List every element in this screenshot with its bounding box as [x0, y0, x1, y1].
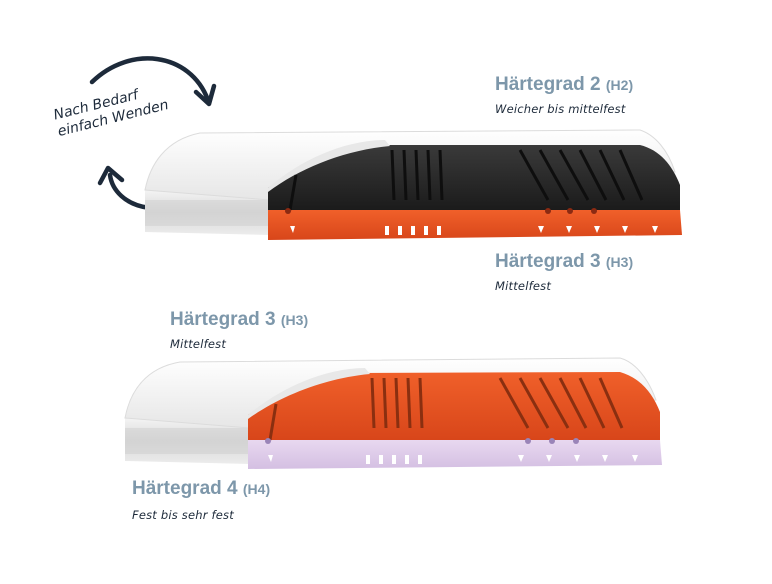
bottom-upper-description: Mittelfest: [170, 337, 227, 351]
top-lower-description: Mittelfest: [495, 279, 552, 293]
bottom-upper-code: (H3): [280, 312, 309, 328]
top-lower-code: (H3): [605, 254, 634, 270]
top-upper-description: Weicher bis mittelfest: [495, 102, 626, 116]
bottom-lower-description: Fest bis sehr fest: [132, 508, 234, 522]
top-upper-code: (H2): [605, 77, 634, 93]
bottom-upper-layer-label: Härtegrad 3 (H3) Mittelfest: [170, 309, 308, 351]
bottom-lower-code: (H4): [242, 481, 271, 497]
top-lower-layer-label: Härtegrad 3 (H3) Mittelfest: [495, 251, 633, 293]
arrow-bottom-icon: [107, 172, 153, 211]
top-lower-grade: Härtegrad 3: [495, 251, 601, 272]
arrow-top-icon: [89, 56, 211, 103]
top-mattress: [144, 129, 682, 240]
arrowhead-bottom-icon: [97, 165, 125, 186]
top-upper-layer-label: Härtegrad 2 (H2) Weicher bis mittelfest: [495, 74, 633, 116]
bottom-lower-grade: Härtegrad 4: [132, 478, 238, 499]
arrowhead-top-icon: [193, 83, 217, 107]
bottom-mattress: [124, 357, 662, 469]
bottom-lower-layer-label: Härtegrad 4 (H4) Fest bis sehr fest: [132, 478, 270, 522]
flip-arrows: [89, 56, 217, 211]
bottom-upper-grade: Härtegrad 3: [170, 309, 276, 330]
top-upper-grade: Härtegrad 2: [495, 74, 601, 95]
